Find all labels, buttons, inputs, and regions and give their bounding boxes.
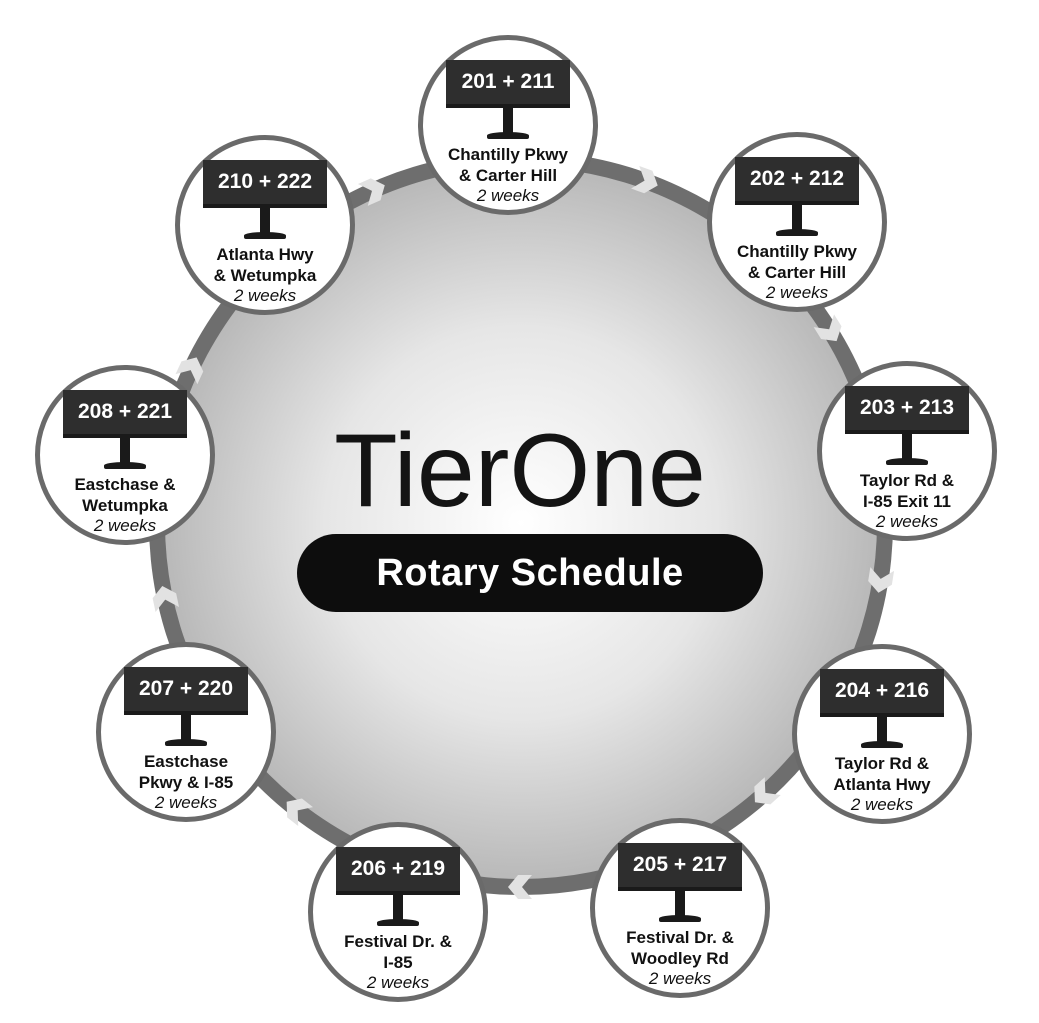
location-node-4: 204 + 216 Taylor Rd & Atlanta Hwy 2 week… [792, 644, 972, 824]
location-line-2: & Carter Hill [458, 166, 558, 185]
center-disc [165, 167, 877, 879]
billboard-post-icon [260, 206, 270, 236]
location-label: Festival Dr. & I-85 2 weeks [323, 931, 473, 993]
diagram-subtitle: Rotary Schedule [376, 551, 684, 594]
location-line-2: Atlanta Hwy [833, 775, 931, 794]
chevron-right-icon [631, 165, 658, 194]
billboard-base-icon [487, 132, 529, 139]
location-label: Eastchase Pkwy & I-85 2 weeks [111, 751, 261, 813]
chevron-right-icon [357, 178, 385, 206]
location-node-7: 207 + 220 Eastchase Pkwy & I-85 2 weeks [96, 642, 276, 822]
billboard-base-icon [244, 232, 286, 239]
location-node-2: 202 + 212 Chantilly Pkwy & Carter Hill 2… [707, 132, 887, 312]
duration-label: 2 weeks [850, 795, 914, 814]
location-line-1: Chantilly Pkwy [737, 242, 857, 261]
location-node-5: 205 + 217 Festival Dr. & Woodley Rd 2 we… [590, 818, 770, 998]
billboard-base-icon [377, 919, 419, 926]
chevron-right-icon [508, 875, 532, 899]
location-node-1: 201 + 211 Chantilly Pkwy & Carter Hill 2… [418, 35, 598, 215]
location-line-2: Woodley Rd [631, 949, 729, 968]
billboard-sign: 202 + 212 [735, 157, 859, 205]
location-line-1: Eastchase [143, 752, 229, 771]
location-label: Atlanta Hwy & Wetumpka 2 weeks [190, 244, 340, 306]
billboard-post-icon [902, 432, 912, 462]
billboard-sign: 208 + 221 [63, 390, 187, 438]
duration-label: 2 weeks [93, 516, 157, 535]
billboard-post-icon [877, 715, 887, 745]
billboard-base-icon [104, 462, 146, 469]
location-label: Eastchase & Wetumpka 2 weeks [50, 474, 200, 536]
billboard-sign: 207 + 220 [124, 667, 248, 715]
duration-label: 2 weeks [366, 973, 430, 992]
location-label: Taylor Rd & I-85 Exit 11 2 weeks [832, 470, 982, 532]
location-line-2: & Carter Hill [747, 263, 847, 282]
chevron-right-icon [868, 567, 895, 593]
billboard-post-icon [675, 889, 685, 919]
billboard-base-icon [776, 229, 818, 236]
billboard-post-icon [181, 713, 191, 743]
duration-label: 2 weeks [648, 969, 712, 988]
billboard-base-icon [886, 458, 928, 465]
chevron-right-icon [813, 314, 842, 342]
location-label: Festival Dr. & Woodley Rd 2 weeks [605, 927, 755, 989]
location-line-1: Taylor Rd & [859, 471, 955, 490]
chevron-right-icon [152, 585, 180, 612]
location-line-2: I-85 [383, 953, 413, 972]
duration-label: 2 weeks [154, 793, 218, 812]
billboard-sign: 203 + 213 [845, 386, 969, 434]
location-line-2: I-85 Exit 11 [863, 492, 951, 511]
location-line-2: Wetumpka [82, 496, 168, 515]
billboard-post-icon [792, 203, 802, 233]
location-line-1: Atlanta Hwy [216, 245, 314, 264]
location-label: Taylor Rd & Atlanta Hwy 2 weeks [807, 753, 957, 815]
location-line-2: Pkwy & I-85 [138, 773, 234, 792]
duration-label: 2 weeks [765, 283, 829, 302]
location-label: Chantilly Pkwy & Carter Hill 2 weeks [722, 241, 872, 303]
location-line-1: Eastchase & [74, 475, 176, 494]
billboard-post-icon [393, 893, 403, 923]
location-line-1: Chantilly Pkwy [448, 145, 568, 164]
location-line-1: Festival Dr. & [626, 928, 734, 947]
location-line-2: & Wetumpka [213, 266, 317, 285]
chevron-right-icon [286, 798, 313, 827]
subtitle-pill: Rotary Schedule [297, 534, 763, 612]
billboard-sign: 206 + 219 [336, 847, 460, 895]
chevron-right-icon [754, 777, 781, 805]
billboard-sign: 210 + 222 [203, 160, 327, 208]
billboard-post-icon [120, 436, 130, 466]
duration-label: 2 weeks [233, 286, 297, 305]
billboard-base-icon [659, 915, 701, 922]
billboard-base-icon [165, 739, 207, 746]
billboard-post-icon [503, 106, 513, 136]
location-node-3: 203 + 213 Taylor Rd & I-85 Exit 11 2 wee… [817, 361, 997, 541]
location-node-8: 208 + 221 Eastchase & Wetumpka 2 weeks [35, 365, 215, 545]
location-node-9: 210 + 222 Atlanta Hwy & Wetumpka 2 weeks [175, 135, 355, 315]
billboard-sign: 201 + 211 [446, 60, 570, 108]
duration-label: 2 weeks [875, 512, 939, 531]
chevron-right-icon [175, 357, 204, 385]
billboard-base-icon [861, 741, 903, 748]
location-line-1: Taylor Rd & [834, 754, 930, 773]
billboard-sign: 205 + 217 [618, 843, 742, 891]
arrow-group [152, 165, 895, 899]
billboard-sign: 204 + 216 [820, 669, 944, 717]
location-node-6: 206 + 219 Festival Dr. & I-85 2 weeks [308, 822, 488, 1002]
diagram-title: TierOne [334, 413, 706, 529]
location-label: Chantilly Pkwy & Carter Hill 2 weeks [433, 144, 583, 206]
location-line-1: Festival Dr. & [344, 932, 452, 951]
duration-label: 2 weeks [476, 186, 540, 205]
